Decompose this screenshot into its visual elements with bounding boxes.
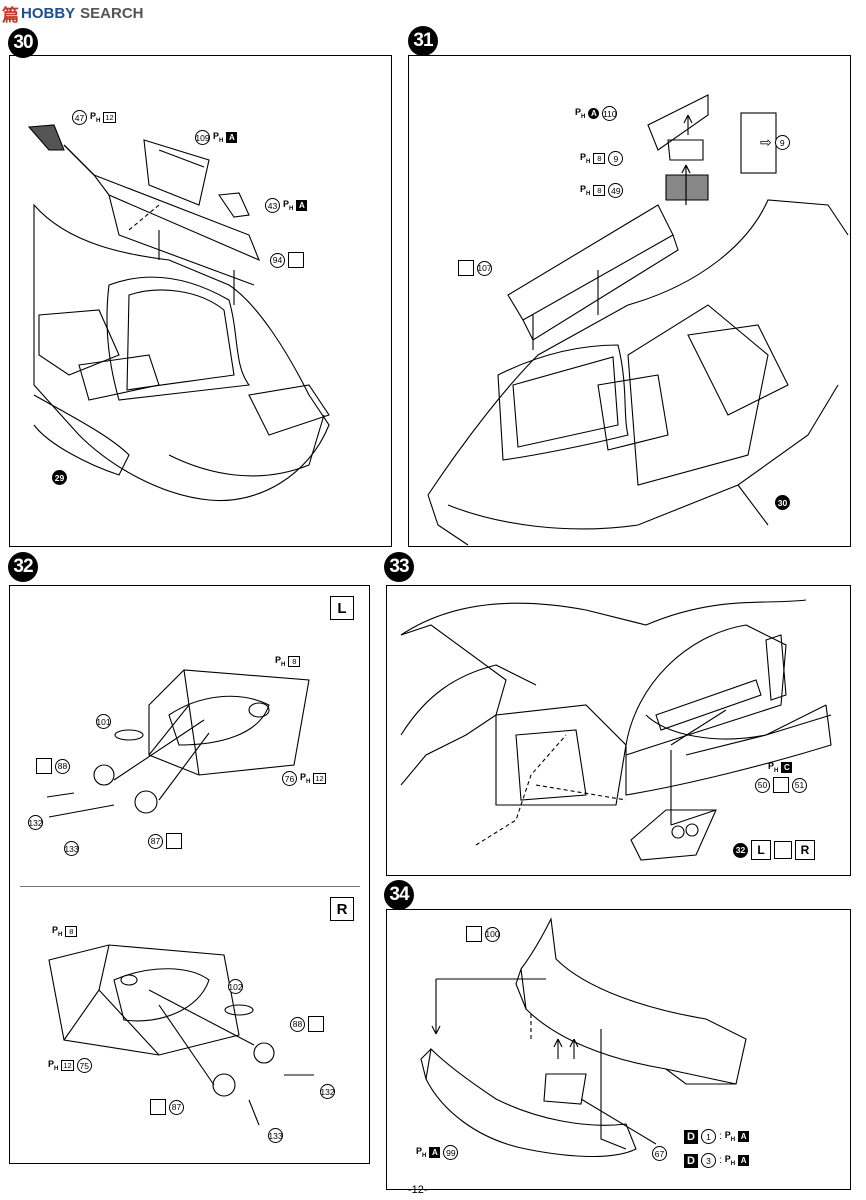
step-32-right-part-133: 133	[268, 1128, 283, 1143]
step-33-ref-32: 32 L R	[733, 840, 815, 860]
watermark-brand-a: HOBBY	[21, 4, 76, 22]
step-32-right-part-75: PH 12 75	[48, 1058, 92, 1073]
paint-icon	[166, 833, 182, 849]
step-34-decal-1: D 1 : PH A	[684, 1129, 750, 1144]
step-31-part-49: PH 8 49	[580, 183, 624, 198]
step-32-right-part-102: 102	[228, 979, 243, 994]
step-33-drawing	[400, 599, 832, 861]
step-32-divider	[20, 886, 360, 887]
step-31-badge: 31	[408, 26, 438, 56]
step-32-right-part-132: 132	[320, 1084, 335, 1099]
cement-icon	[458, 260, 474, 276]
step-30-part-109: 109 PH A	[195, 130, 238, 145]
step-34-drawing	[420, 917, 747, 1157]
step-30-badge: 30	[8, 28, 38, 58]
watermark-logo: 篇	[2, 5, 19, 25]
watermark-brand-b: SEARCH	[80, 4, 144, 22]
step-31-part-107: 107	[458, 260, 492, 276]
step-32-badge: 32	[8, 552, 38, 582]
step-30-part-29: 29	[52, 470, 67, 485]
step-32-left-part-76: 76 PH 12	[282, 771, 326, 786]
step-32-left-part-87: 87	[148, 833, 182, 849]
step-33-parts-50-51: 50 51	[755, 777, 807, 793]
step-34-badge: 34	[384, 880, 414, 910]
paint-icon	[308, 1016, 324, 1032]
step-31-drawing	[427, 94, 849, 546]
step-32-left-part-101: 101	[96, 714, 111, 729]
step-32-left-part-133: 133	[64, 841, 79, 856]
step-32-right-label: R	[330, 897, 354, 921]
step-32-left-ph8: PH 8	[275, 655, 301, 668]
step-32-drawing	[46, 669, 314, 1126]
step-34-decal-3: D 3 : PH A	[684, 1153, 750, 1168]
step-34-panel	[386, 909, 851, 1190]
step-31-part-110: PH A 110	[575, 106, 618, 121]
step-31-part-9: PH 8 9	[580, 151, 624, 166]
step-30-part-94: 94	[270, 252, 304, 268]
step-34-part-99: PH A 99	[416, 1145, 459, 1160]
step-32-right-ph8: PH 8	[52, 925, 78, 938]
step-32-left-label: L	[330, 596, 354, 620]
step-32-panel	[9, 585, 370, 1164]
step-33-ph-c: PH C	[768, 761, 793, 774]
step-33-panel	[386, 585, 851, 876]
step-31-part-30: 30	[775, 495, 790, 510]
step-30-part-47: 47 PH 12	[72, 110, 116, 125]
step-32-left-part-88: 88	[36, 758, 70, 774]
step-30-drawing	[27, 124, 330, 502]
step-32-right-part-88: 88	[290, 1016, 324, 1032]
page-number: -12-	[408, 1184, 428, 1196]
step-31-ref-9: ⇨ 9	[760, 134, 790, 151]
step-34-part-67: 67	[652, 1146, 667, 1161]
bowtie-icon	[773, 777, 789, 793]
step-32-right-part-87: 87	[150, 1099, 184, 1115]
cement-icon	[466, 926, 482, 942]
step-32-left-part-132: 132	[28, 815, 43, 830]
step-30-part-43: 43 PH A	[265, 198, 308, 213]
paint-icon	[150, 1099, 166, 1115]
bowtie-icon	[774, 841, 792, 859]
cement-icon	[288, 252, 304, 268]
watermark: 篇 HOBBY SEARCH	[2, 2, 144, 25]
paint-icon	[36, 758, 52, 774]
step-34-part-100: 100	[466, 926, 500, 942]
step-33-badge: 33	[384, 552, 414, 582]
